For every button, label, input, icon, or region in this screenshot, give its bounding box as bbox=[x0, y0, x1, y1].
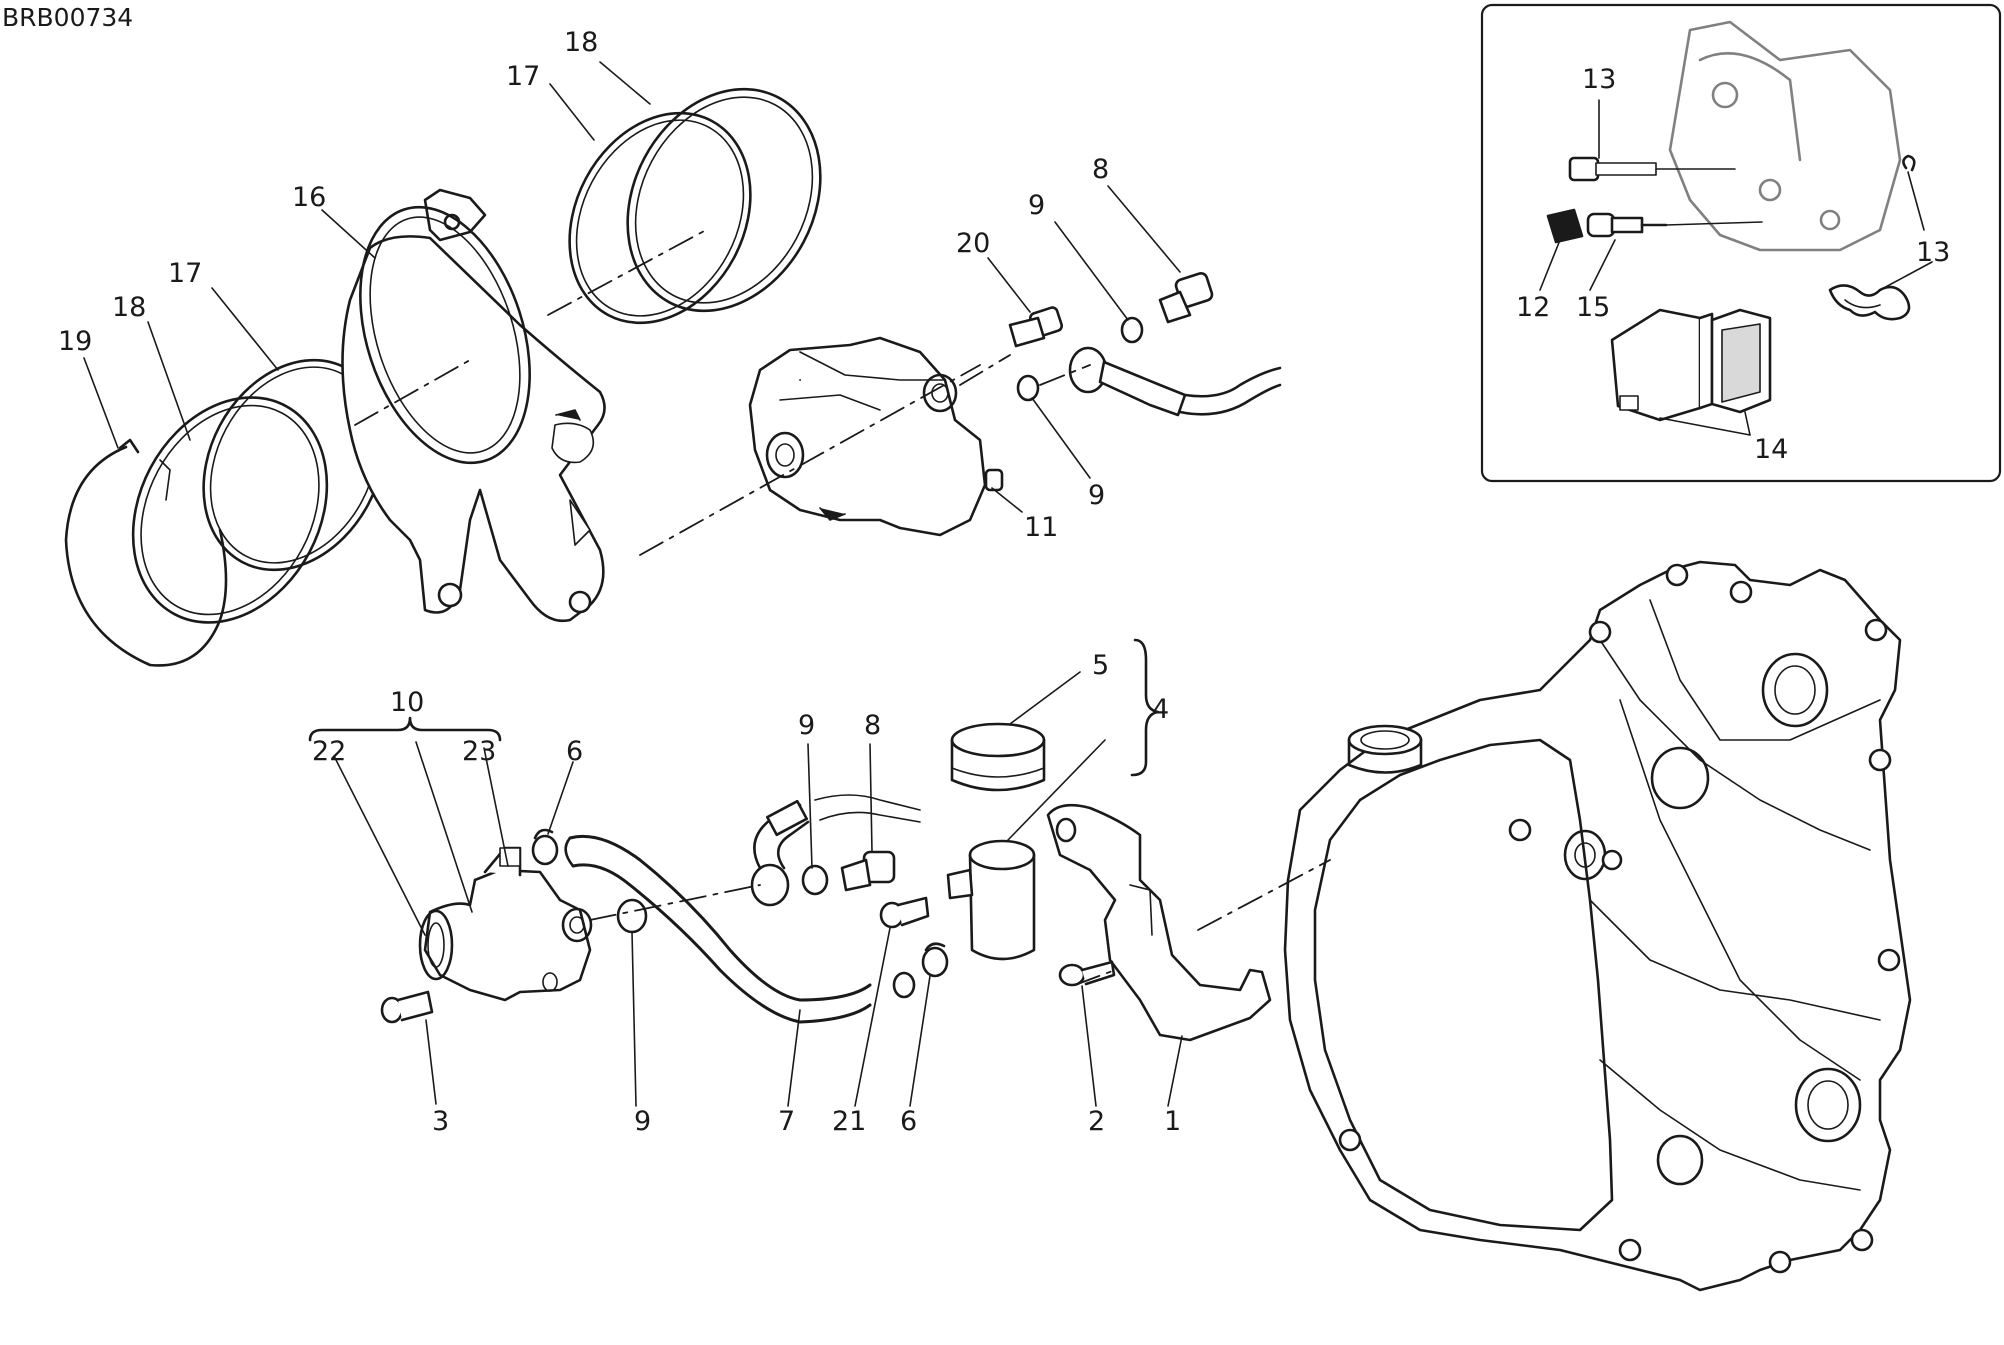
diagram-code: BRB00734 bbox=[2, 3, 133, 32]
callout-14: 14 bbox=[1754, 434, 1788, 465]
callout-9-bottom: 9 bbox=[798, 710, 815, 741]
reservoir-hose bbox=[564, 834, 872, 1024]
washer-9-bottom-a bbox=[616, 898, 648, 934]
master-cylinder bbox=[418, 846, 593, 1002]
callout-23: 23 bbox=[462, 736, 496, 767]
callout-21: 21 bbox=[832, 1106, 866, 1137]
inset-caliper-outline bbox=[1668, 20, 1902, 252]
callout-9-low: 9 bbox=[634, 1106, 651, 1137]
callout-6-bottom: 6 bbox=[900, 1106, 917, 1137]
callout-20: 20 bbox=[956, 228, 990, 259]
callout-16: 16 bbox=[292, 182, 326, 213]
callout-8-bottom: 8 bbox=[864, 710, 881, 741]
callout-19: 19 bbox=[58, 326, 92, 357]
callout-1: 1 bbox=[1164, 1106, 1181, 1137]
bracket-screw bbox=[1058, 960, 1116, 987]
washer-9-bottom-b bbox=[801, 864, 829, 896]
brake-hose-top bbox=[1068, 346, 1282, 417]
brake-pads bbox=[1610, 308, 1772, 422]
hose-clip-6-top bbox=[531, 828, 559, 866]
o-ring-17-top bbox=[568, 111, 752, 325]
washer-9-top-b bbox=[1016, 374, 1040, 402]
outer-ring-18-bottom bbox=[131, 396, 329, 624]
pad-spring bbox=[1828, 284, 1911, 321]
fluid-reservoir bbox=[946, 839, 1036, 961]
bleed-valve bbox=[1008, 306, 1064, 348]
callout-4: 4 bbox=[1152, 694, 1169, 725]
callout-17-top: 17 bbox=[506, 61, 540, 92]
brake-caliper bbox=[748, 336, 1004, 537]
outer-ring-18-top bbox=[626, 87, 822, 313]
callout-18-left: 18 bbox=[112, 292, 146, 323]
callout-leader-lines bbox=[83, 61, 1183, 1107]
callout-13-pin: 13 bbox=[1582, 64, 1616, 95]
callout-labels: 18 17 16 8 9 20 17 18 19 11 9 13 13 12 1… bbox=[58, 27, 1950, 1137]
callout-17-left: 17 bbox=[168, 258, 202, 289]
callout-5: 5 bbox=[1092, 650, 1109, 681]
washer-9-top-a bbox=[1120, 316, 1144, 344]
callout-6-top: 6 bbox=[566, 736, 583, 767]
brake-pipe-bottom bbox=[750, 794, 921, 907]
callout-3: 3 bbox=[432, 1106, 449, 1137]
alignment-lines bbox=[354, 229, 1331, 986]
callout-15: 15 bbox=[1576, 292, 1610, 323]
callout-2: 2 bbox=[1088, 1106, 1105, 1137]
callout-10: 10 bbox=[390, 687, 424, 718]
pad-pin bbox=[1568, 156, 1736, 182]
group-brace-10 bbox=[308, 716, 502, 742]
drawing-lines bbox=[64, 3, 2002, 1292]
caliper-bracket bbox=[341, 188, 606, 623]
inset-panel bbox=[1480, 3, 2002, 483]
engine-cover bbox=[1283, 560, 1912, 1292]
bleed-screw bbox=[1586, 212, 1763, 238]
callout-11: 11 bbox=[1024, 512, 1058, 543]
banjo-bolt-bottom bbox=[840, 850, 896, 892]
hose-end-ring bbox=[892, 971, 916, 999]
bleed-cap bbox=[1546, 208, 1584, 244]
mounting-screw bbox=[380, 990, 434, 1024]
reservoir-screw bbox=[879, 896, 930, 929]
callout-18-top: 18 bbox=[564, 27, 598, 58]
callout-8-top: 8 bbox=[1092, 154, 1109, 185]
callout-22: 22 bbox=[312, 736, 346, 767]
banjo-bolt-top bbox=[1158, 272, 1214, 324]
callout-9-top: 9 bbox=[1028, 190, 1045, 221]
hose-clip-6-bottom bbox=[921, 942, 949, 978]
circlip-19 bbox=[64, 438, 228, 667]
reservoir-cap bbox=[950, 722, 1046, 792]
reservoir-bracket bbox=[1046, 803, 1272, 1042]
callout-13-clip: 13 bbox=[1916, 237, 1950, 268]
group-brace-4 bbox=[1130, 638, 1160, 777]
callout-12: 12 bbox=[1516, 292, 1550, 323]
callout-9-caliper: 9 bbox=[1088, 480, 1105, 511]
retaining-clip bbox=[1902, 154, 1916, 172]
callout-7: 7 bbox=[778, 1106, 795, 1137]
